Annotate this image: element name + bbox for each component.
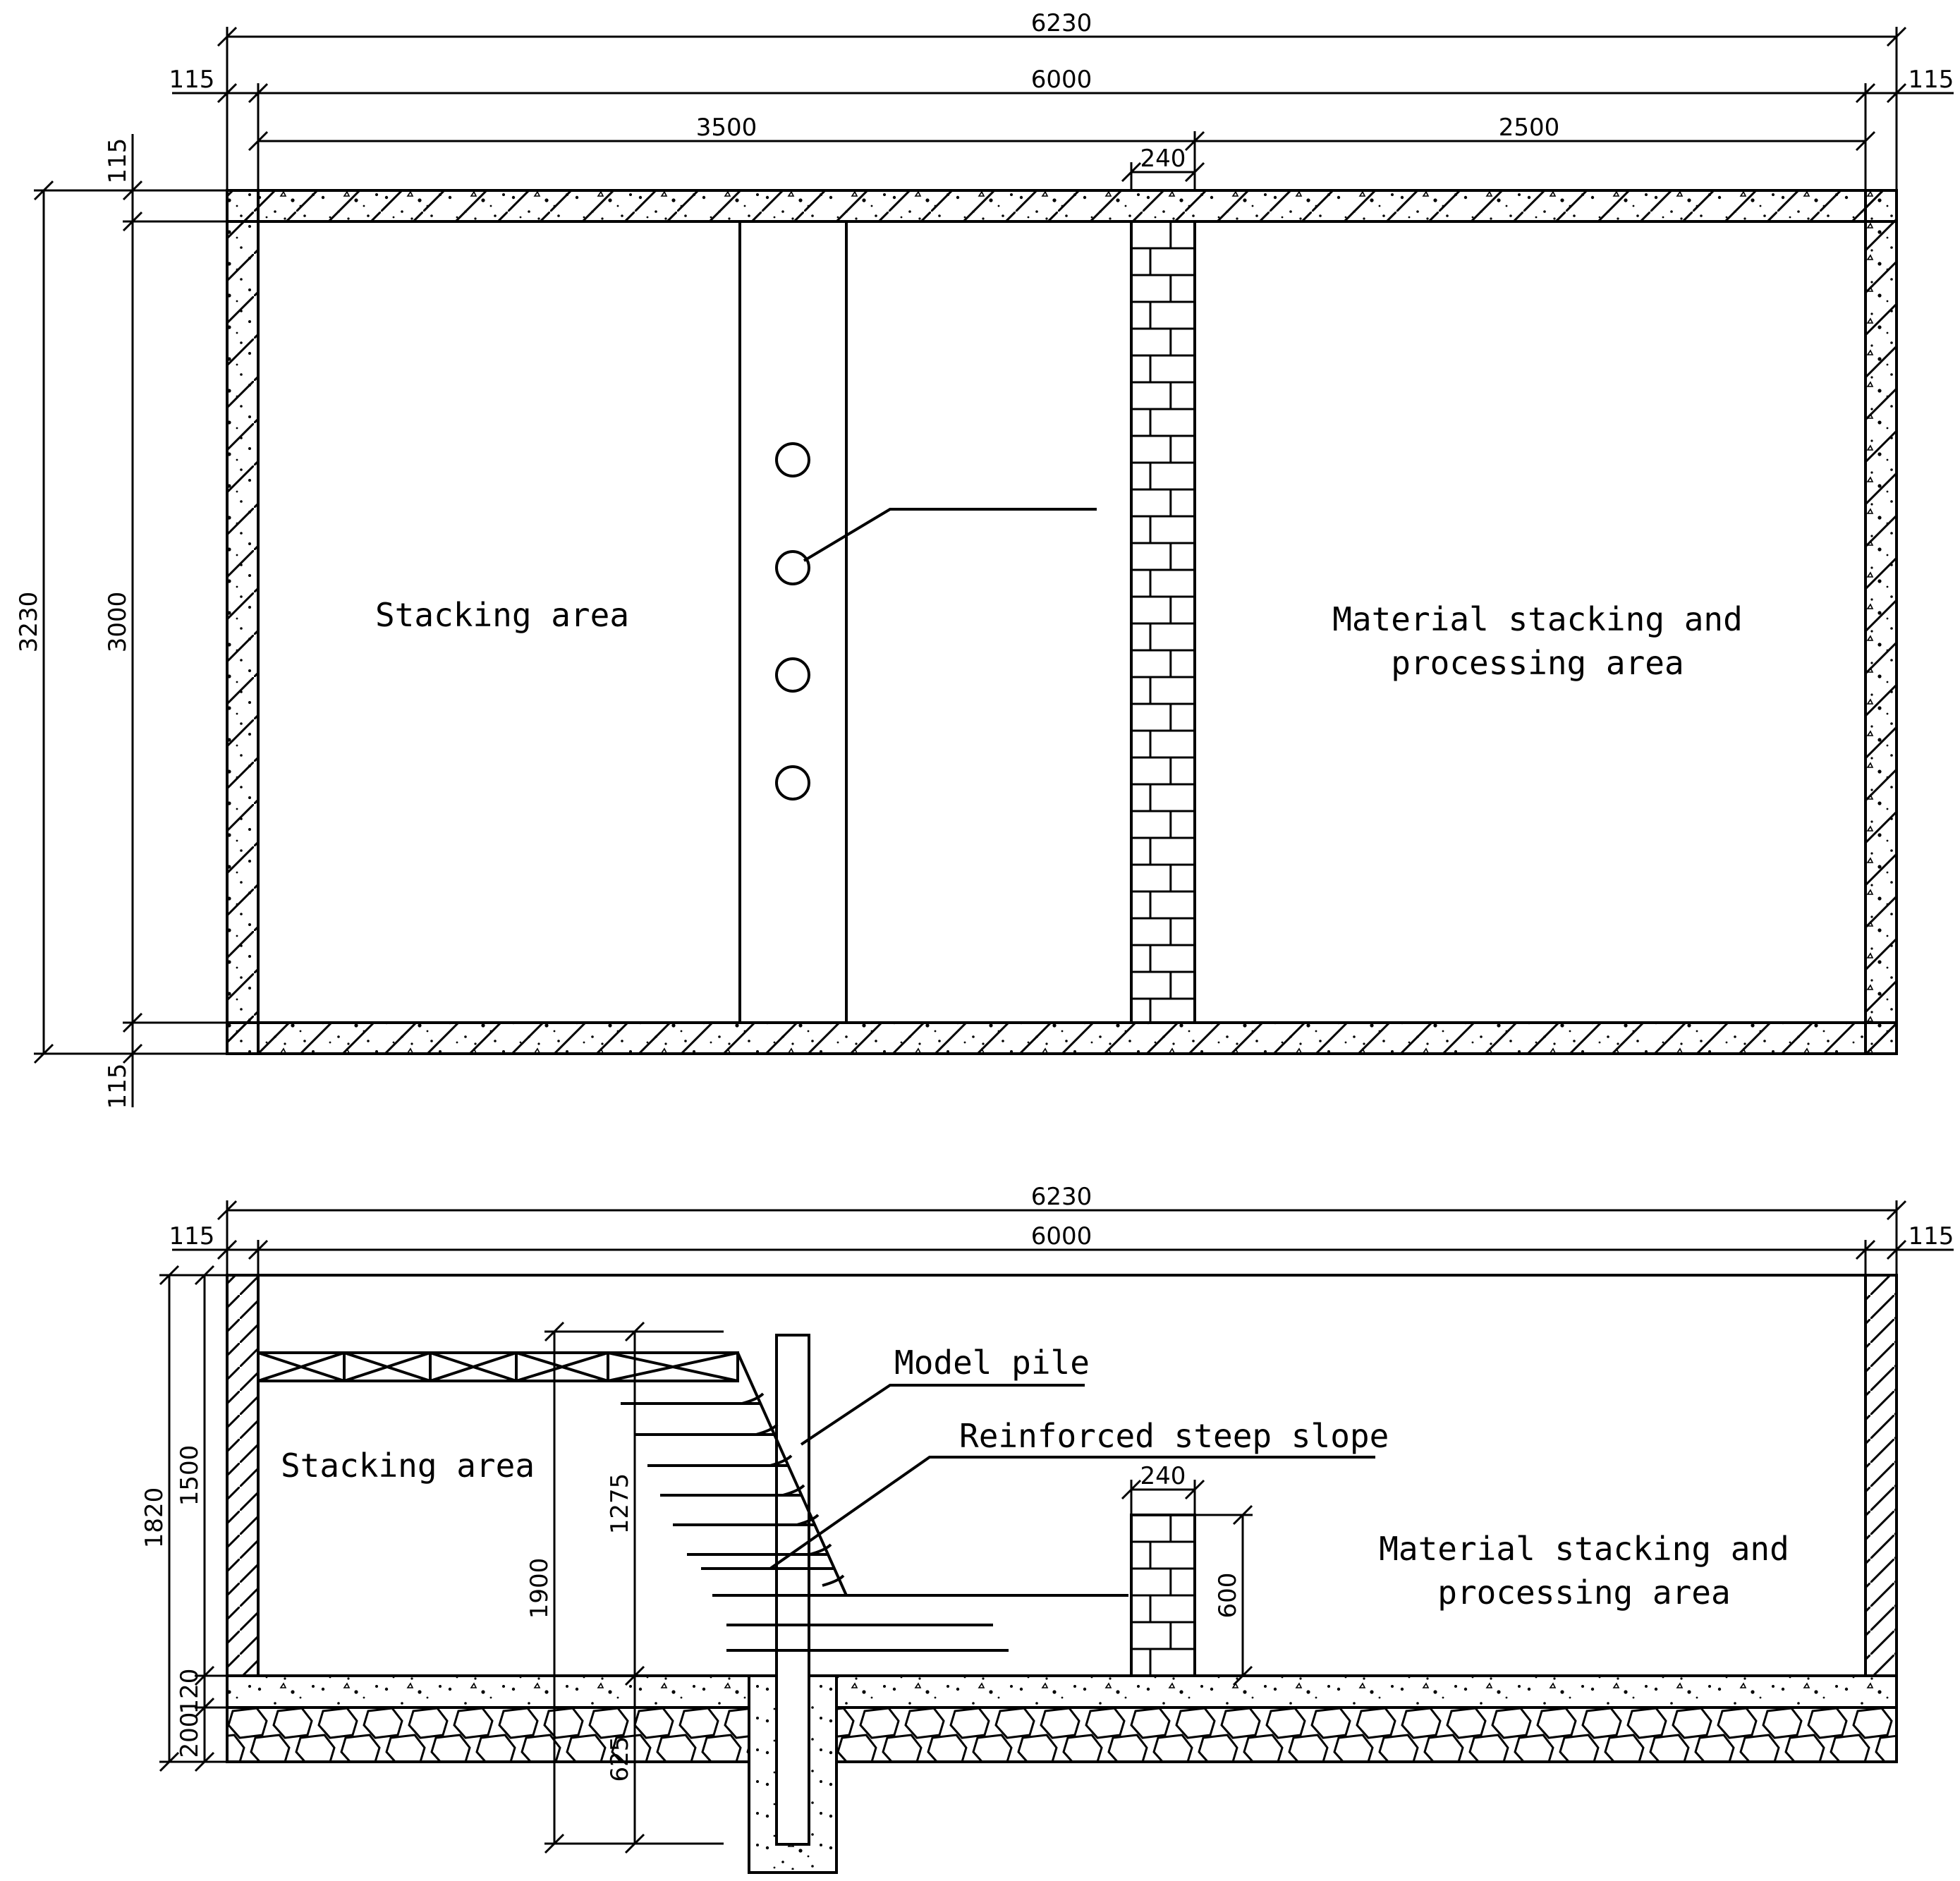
section-dim-1820: 1820 (140, 1487, 169, 1549)
plan-dimension-ticks (217, 26, 1907, 183)
model-pile-leader (800, 1384, 1085, 1446)
pile-marker (775, 765, 810, 801)
plan-dim-3500: 3500 (696, 114, 757, 142)
plan-dim-240: 240 (1140, 145, 1186, 173)
section-dim-120: 120 (176, 1669, 204, 1715)
section-dim-1275: 1275 (606, 1473, 634, 1535)
model-pile-label: Model pile (894, 1344, 1090, 1382)
plan-dim-bottom-115: 115 (104, 1064, 132, 1109)
plan-view: Stacking area Material stacking and proc… (15, 9, 1954, 1109)
section-horizontal-dimensions (172, 1200, 1954, 1515)
plan-dim-3230: 3230 (15, 592, 43, 653)
plan-material-label-line1: Material stacking and (1332, 600, 1743, 638)
slope-leader (769, 1456, 1375, 1570)
plan-vertical-dimensions (34, 134, 258, 1107)
pile-marker (775, 657, 810, 693)
plan-horizontal-dimensions (172, 27, 1954, 190)
reinforced-slope-label: Reinforced steep slope (959, 1417, 1389, 1455)
section-dim-240: 240 (1140, 1462, 1186, 1490)
plan-stacking-label: Stacking area (375, 596, 629, 634)
section-dim-6000: 6000 (1031, 1222, 1092, 1250)
section-left-wall (226, 1274, 260, 1677)
plan-dim-right-115: 115 (1909, 66, 1954, 94)
concrete-slab (226, 1674, 1898, 1709)
section-stacking-label: Stacking area (281, 1447, 535, 1485)
section-dim-200: 200 (176, 1712, 204, 1758)
section-dim-left-115: 115 (169, 1222, 215, 1250)
section-dim-1900: 1900 (525, 1558, 554, 1619)
plan-brick-wall (1130, 220, 1196, 1024)
pile-marker (775, 442, 810, 477)
section-dim-600: 600 (1214, 1573, 1242, 1619)
plan-dim-top-115: 115 (104, 138, 132, 184)
section-right-wall (1864, 1274, 1898, 1677)
rubble-base (226, 1706, 1898, 1763)
pile-marker (775, 550, 810, 585)
section-vertical-dimensions (159, 1274, 1253, 1845)
plan-dim-6230: 6230 (1031, 9, 1092, 37)
plan-dim-left-115: 115 (169, 66, 215, 94)
section-dim-6230: 6230 (1031, 1183, 1092, 1211)
model-pile (775, 1334, 810, 1846)
section-dim-right-115: 115 (1909, 1222, 1954, 1250)
truss-beam (257, 1351, 739, 1382)
section-dim-625: 625 (606, 1736, 634, 1782)
pile-leader-line (803, 508, 1097, 562)
plan-material-label-line2: processing area (1391, 644, 1684, 682)
reinforced-slope (621, 1352, 1128, 1652)
section-material-label-line1: Material stacking and (1379, 1530, 1789, 1568)
plan-dim-6000: 6000 (1031, 66, 1092, 94)
section-view: Model pile Reinforced steep slope Stacki… (140, 1183, 1954, 1874)
plan-dim-3000: 3000 (104, 592, 132, 653)
section-material-label-line2: processing area (1437, 1573, 1730, 1612)
brick-courses (1131, 1515, 1195, 1676)
plan-dim-2500: 2500 (1499, 114, 1560, 142)
section-dim-1500: 1500 (176, 1445, 204, 1506)
brick-courses (1131, 221, 1195, 1023)
